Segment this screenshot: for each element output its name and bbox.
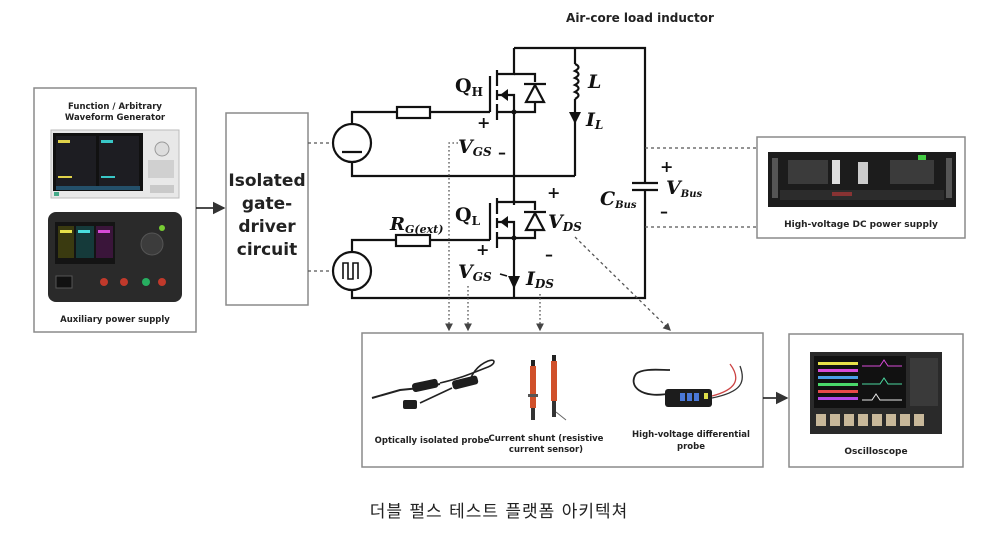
mosfet-ql: QL — [455, 198, 546, 298]
pulse-source-icon — [331, 250, 373, 292]
left-instrument-box: Function / Arbitrary Waveform Generator — [33, 87, 197, 333]
oscilloscope-label: Oscilloscope — [844, 447, 907, 457]
vds-plus: + — [547, 183, 560, 202]
optically-isolated-probe-image — [371, 359, 495, 409]
rg-label: RG(ext) — [389, 214, 443, 236]
probes-box: Optically isolated probe Current shunt (… — [361, 332, 764, 468]
vds-label: VDS — [548, 211, 582, 234]
hv-diff-probe-label-2: probe — [677, 442, 705, 452]
dc-source-icon — [331, 122, 373, 164]
current-shunt-label-2: current sensor) — [509, 445, 583, 455]
gate-driver-label-1: Isolated — [228, 171, 305, 191]
oscilloscope-image — [810, 352, 942, 434]
gate-resistor-low-icon — [394, 233, 432, 248]
hv-dc-supply-image — [768, 152, 956, 207]
il-label: IL — [585, 109, 603, 132]
ids-label: IDS — [525, 268, 554, 291]
body-diode-low-icon — [524, 210, 546, 232]
qh-label: QH — [455, 75, 483, 99]
vgs-high-plus: + — [477, 113, 490, 132]
load-inductor-title: Air-core load inductor — [566, 11, 714, 25]
ids-arrow-icon — [508, 276, 520, 289]
hv-dc-supply-label: High-voltage DC power supply — [784, 220, 938, 230]
hv-diff-probe-label-1: High-voltage differential — [632, 430, 750, 440]
body-diode-high-icon — [524, 82, 546, 104]
figure-caption: 더블 펄스 테스트 플랫폼 아키텍쳐 — [369, 502, 629, 522]
gate-driver-label-3: driver — [238, 217, 296, 237]
vbus-label: VBus — [666, 177, 702, 200]
hv-differential-probe-image — [632, 363, 744, 407]
low-side-gate-loop: RG(ext) — [331, 214, 514, 300]
auxiliary-power-supply-label: Auxiliary power supply — [60, 315, 170, 325]
mosfet-qh: QH — [455, 48, 546, 205]
load-inductor: L IL — [514, 46, 647, 178]
vds-minus: – — [545, 245, 553, 264]
cbus-label: CBus — [600, 188, 637, 211]
vbus-plus: + — [660, 157, 673, 176]
function-generator-image — [50, 129, 180, 199]
oscilloscope-box: Oscilloscope — [788, 333, 964, 468]
bus-capacitor: + VBus – CBus — [514, 157, 702, 300]
function-generator-label-1: Function / Arbitrary — [68, 102, 162, 112]
current-shunt-image — [528, 355, 567, 421]
current-shunt-label-1: Current shunt (resistive — [489, 434, 604, 444]
function-generator-label-2: Waveform Generator — [65, 113, 166, 123]
probe-links — [445, 142, 671, 332]
hv-dc-supply-box: High-voltage DC power supply — [756, 136, 966, 239]
gate-driver-label-2: gate- — [242, 194, 292, 214]
auxiliary-power-supply-image — [48, 212, 182, 302]
vgs-high-minus: – — [498, 143, 506, 162]
gate-resistor-high-icon — [395, 105, 432, 120]
vgs-low-label: VGS — [458, 261, 492, 284]
vgs-low-plus: + — [476, 240, 489, 259]
inductor-label: L — [587, 71, 601, 93]
high-side-gate-loop — [331, 105, 514, 178]
il-arrow-icon — [569, 112, 581, 124]
vbus-minus: – — [660, 202, 668, 221]
vgs-high-label: VGS — [458, 136, 492, 159]
optical-probe-label: Optically isolated probe — [375, 436, 490, 446]
gate-driver-label-4: circuit — [237, 240, 297, 260]
ql-label: QL — [455, 204, 481, 228]
inductor-coil-icon — [572, 62, 580, 100]
gate-driver-box: Isolated gate- driver circuit — [225, 112, 309, 306]
